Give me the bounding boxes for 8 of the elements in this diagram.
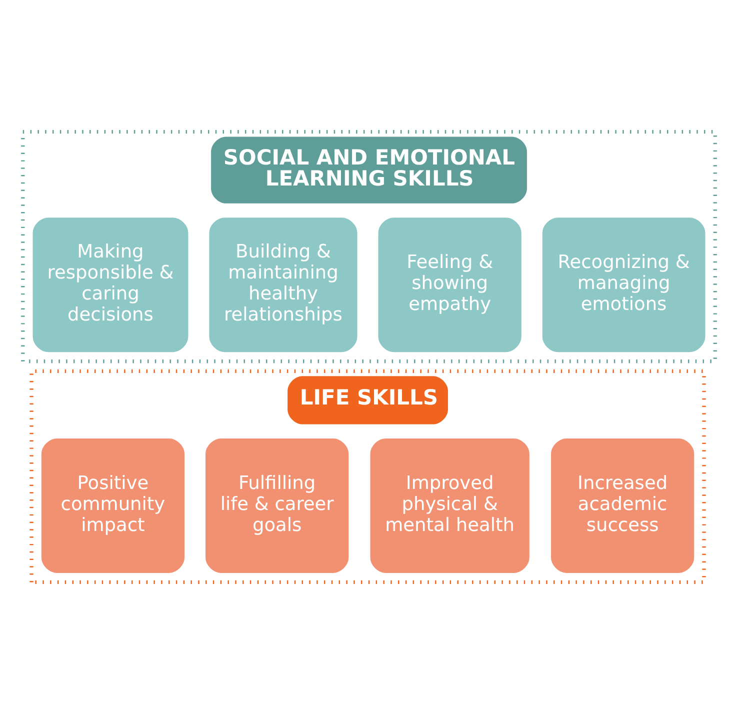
node-box: Increased academic success (551, 438, 694, 573)
node-box: Fulfilling life & career goals (206, 438, 349, 573)
node-box: Building & maintaining healthy relationships (209, 218, 358, 352)
node-box: Making responsible & caring decisions (32, 218, 188, 352)
node-box: Feeling & showing empathy (378, 218, 522, 352)
node-box: Improved physical & mental health (370, 438, 530, 573)
node-box: Positive community impact (41, 438, 185, 573)
node-box: Recognizing & managing emotions (542, 218, 706, 352)
